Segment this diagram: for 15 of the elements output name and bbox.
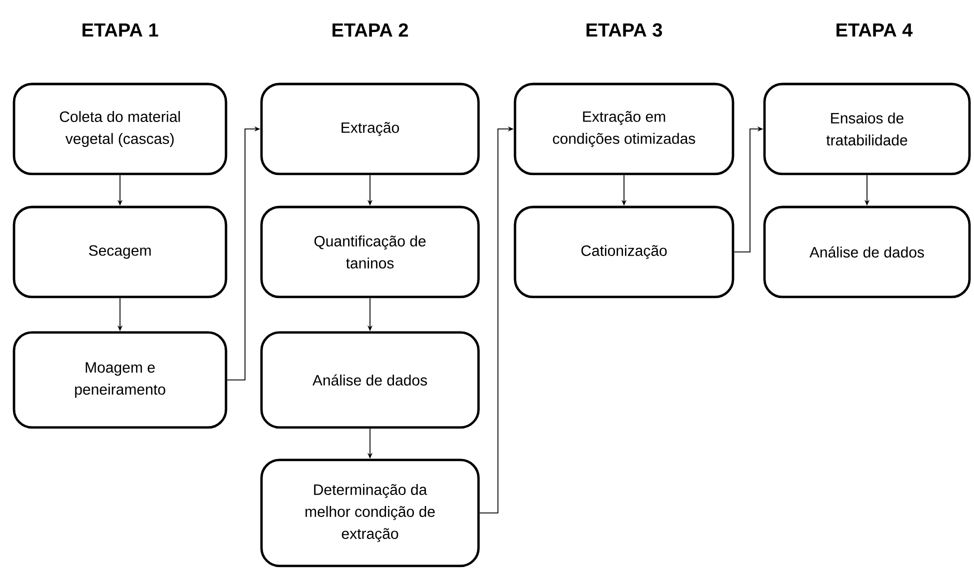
process-box: Moagem e peneiramento (12, 331, 228, 429)
process-box: Ensaios de tratabilidade (763, 82, 971, 176)
process-box: Secagem (12, 206, 228, 298)
process-box: Análise de dados (763, 206, 971, 298)
process-box: Extração em condições otimizadas (514, 82, 734, 176)
stage-heading: ETAPA 4 (836, 23, 913, 37)
process-box: Quantificação de taninos (260, 206, 480, 298)
process-box: Análise de dados (260, 331, 480, 429)
stage-heading: ETAPA 3 (586, 23, 662, 37)
process-box: Cationização (514, 206, 734, 298)
process-box: Determinação da melhor condição de extração (260, 458, 480, 568)
stage-heading: ETAPA 2 (332, 23, 408, 37)
process-box: Extração (260, 82, 480, 176)
stage-heading: ETAPA 1 (82, 23, 158, 37)
process-box: Coleta do material vegetal (cascas) (12, 82, 228, 176)
